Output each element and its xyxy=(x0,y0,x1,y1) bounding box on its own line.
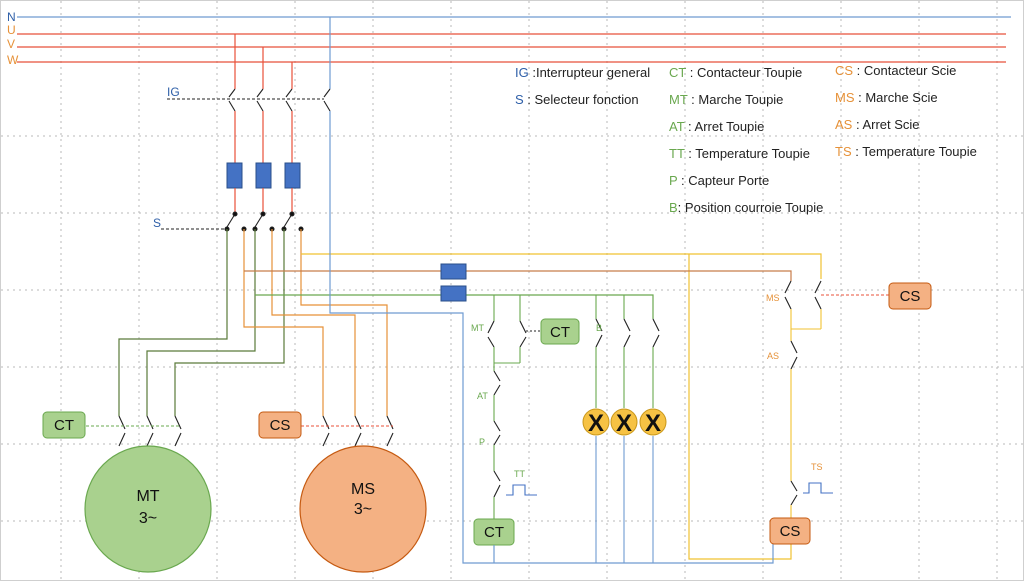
toupie-control xyxy=(487,295,541,519)
s-selector xyxy=(161,211,304,232)
motor-ms: MS 3~ xyxy=(299,445,427,573)
svg-text:IG :Interrupteur general: IG :Interrupteur general xyxy=(515,65,650,80)
wire-neutral xyxy=(329,111,774,564)
label-ms: MS xyxy=(766,293,780,303)
svg-text:3~: 3~ xyxy=(139,510,157,527)
motor-mt: MT 3~ xyxy=(84,445,212,573)
fuse-3 xyxy=(284,162,301,189)
svg-text:B: Position courroie Toupie: B: Position courroie Toupie xyxy=(669,200,823,215)
svg-text:S : Selecteur fonction: S : Selecteur fonction xyxy=(515,92,639,107)
phase-label-w: W xyxy=(7,53,19,67)
svg-text:CS: CS xyxy=(270,417,291,434)
legend-right: CS : Contacteur Scie MS : Marche Scie AS… xyxy=(835,63,977,159)
ms-power-wires xyxy=(243,229,388,416)
lamp-1: X xyxy=(582,408,610,437)
svg-text:P : Capteur Porte: P : Capteur Porte xyxy=(669,173,769,188)
svg-text:X: X xyxy=(616,410,632,437)
label-ts: TS xyxy=(811,462,823,472)
phase-label-v: V xyxy=(7,37,15,51)
legend-mid: CT : Contacteur Toupie MT : Marche Toupi… xyxy=(669,65,823,215)
wire-green xyxy=(255,294,654,319)
svg-text:CT: CT xyxy=(550,324,570,341)
svg-text:MS : Marche Scie: MS : Marche Scie xyxy=(835,90,938,105)
ctrl-fuse-2 xyxy=(440,285,467,302)
svg-text:CS: CS xyxy=(780,523,801,540)
s-label: S xyxy=(153,216,161,230)
mt-power-wires xyxy=(118,229,285,416)
phase-label-n: N xyxy=(7,10,16,24)
legend-left: IG :Interrupteur general S : Selecteur f… xyxy=(515,65,650,107)
lamp-2: X xyxy=(610,408,638,437)
svg-text:X: X xyxy=(588,410,604,437)
wire-brown xyxy=(244,270,792,281)
label-mt: MT xyxy=(471,323,484,333)
cs-aux-box: CS xyxy=(888,282,932,310)
ctrl-fuse-1 xyxy=(440,263,467,280)
lamp-3: X xyxy=(639,408,667,437)
svg-text:CS : Contacteur Scie: CS : Contacteur Scie xyxy=(835,63,956,78)
ct-aux-box: CT xyxy=(540,318,580,345)
svg-text:3~: 3~ xyxy=(354,501,372,518)
fuse-1 xyxy=(226,162,243,189)
label-b: B xyxy=(596,323,602,333)
svg-text:TT : Temperature Toupie: TT : Temperature Toupie xyxy=(669,146,810,161)
svg-text:X: X xyxy=(645,410,661,437)
fuse-2 xyxy=(255,162,272,189)
b-contacts xyxy=(595,295,660,563)
scie-control xyxy=(784,280,889,518)
ig-label: IG xyxy=(167,85,180,99)
ct-power-contacts xyxy=(86,415,182,447)
label-as: AS xyxy=(767,351,779,361)
ig-switch xyxy=(167,88,331,112)
svg-text:MT: MT xyxy=(136,488,159,505)
svg-text:CT: CT xyxy=(484,524,504,541)
ct-power-box: CT xyxy=(42,411,86,439)
label-p: P xyxy=(479,437,485,447)
cs-coil-box: CS xyxy=(769,517,811,545)
svg-text:TS : Temperature Toupie: TS : Temperature Toupie xyxy=(835,144,977,159)
svg-text:CS: CS xyxy=(900,288,921,305)
svg-text:AT : Arret Toupie: AT : Arret Toupie xyxy=(669,119,764,134)
svg-text:AS : Arret Scie: AS : Arret Scie xyxy=(835,117,920,132)
label-tt: TT xyxy=(514,469,525,479)
cs-power-contacts xyxy=(301,415,394,447)
wire-yellow xyxy=(301,253,822,279)
phase-label-u: U xyxy=(7,23,16,37)
svg-text:MS: MS xyxy=(351,481,375,498)
svg-text:CT: CT xyxy=(54,417,74,434)
svg-text:MT : Marche Toupie: MT : Marche Toupie xyxy=(669,92,783,107)
ct-coil-box: CT xyxy=(473,518,515,546)
svg-text:CT : Contacteur Toupie: CT : Contacteur Toupie xyxy=(669,65,802,80)
cs-power-box: CS xyxy=(258,411,302,439)
label-at: AT xyxy=(477,391,488,401)
